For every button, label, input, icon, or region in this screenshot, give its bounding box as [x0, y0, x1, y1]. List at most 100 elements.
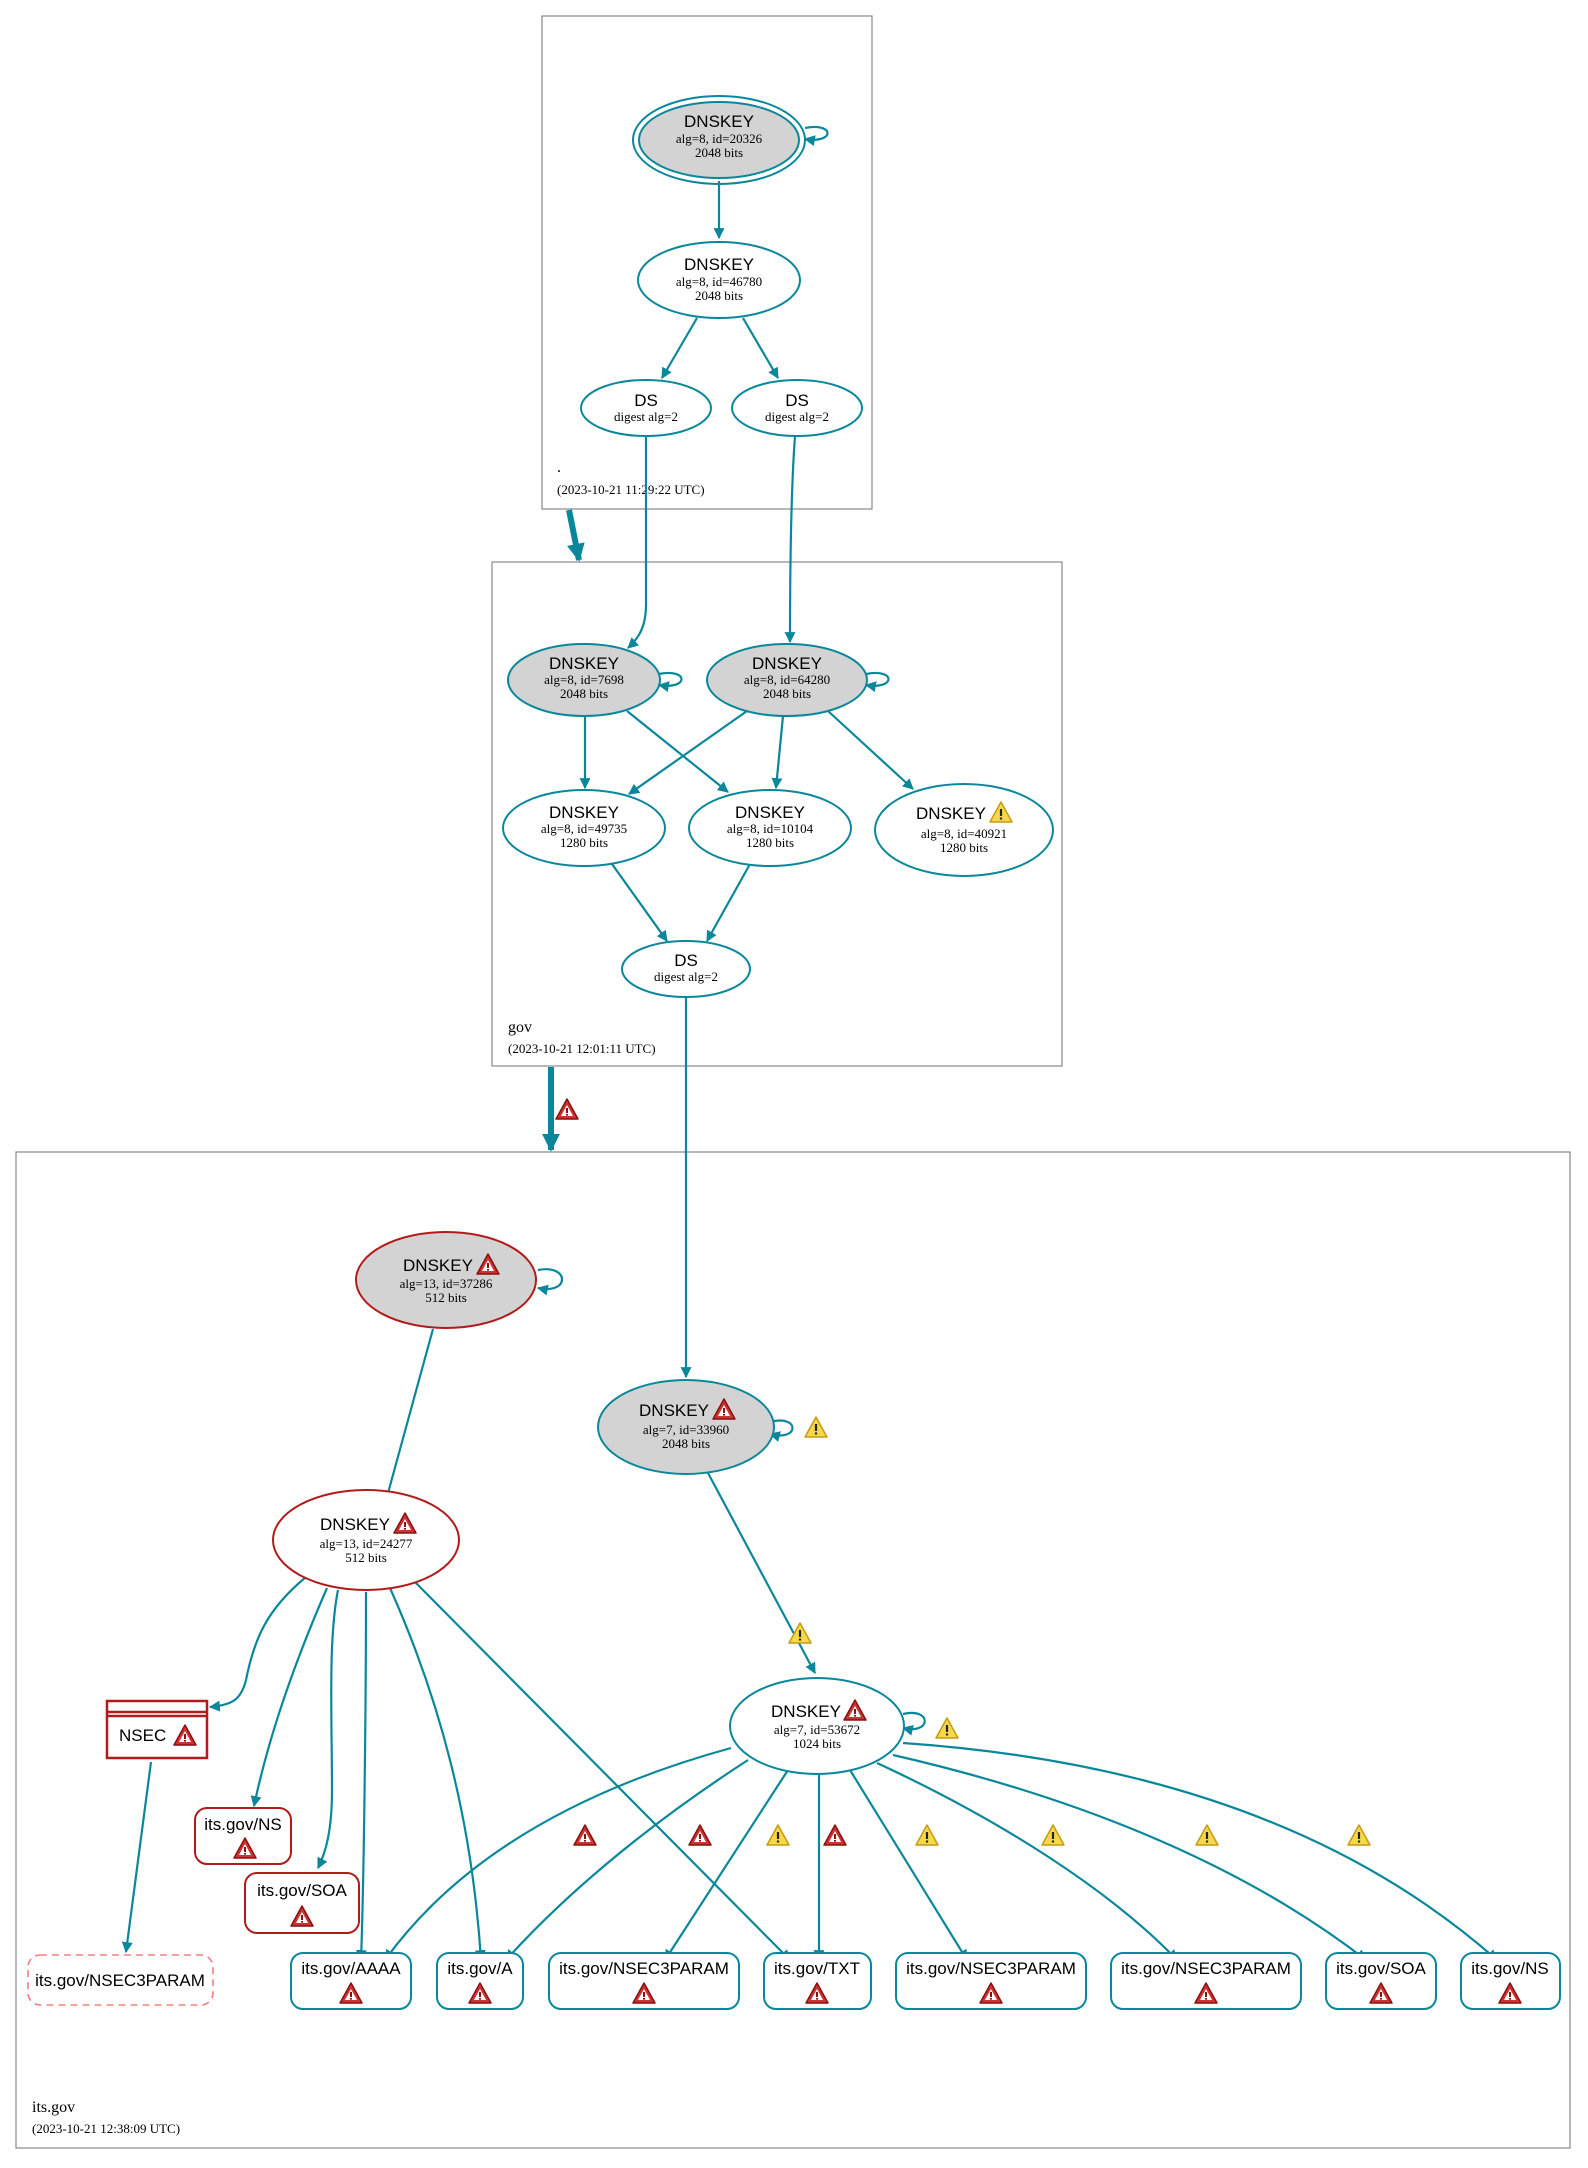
warning-icon	[1041, 1824, 1065, 1846]
zone-root-box	[541, 15, 873, 510]
rrset-soa-red-label: its.gov/SOA	[257, 1881, 347, 1900]
rrset-a: its.gov/A	[436, 1952, 524, 2010]
node-its-key53672-size: 1024 bits	[793, 1736, 841, 1751]
edge-root-zsk-to-ds2	[742, 317, 779, 379]
warning-icon	[788, 1622, 812, 1644]
delegation-root-to-gov	[566, 509, 585, 562]
delegation-error-icon	[555, 1098, 579, 1120]
edge-key53672-to-soa	[892, 1753, 1367, 1961]
zone-gov-timestamp: (2023-10-21 12:01:11 UTC)	[508, 1041, 656, 1056]
node-gov-zsk1-id: alg=8, id=49735	[541, 821, 627, 836]
warning-icon	[915, 1824, 939, 1846]
edge-key24277-to-txt	[412, 1579, 791, 1961]
rrset-ns-label: its.gov/NS	[1471, 1959, 1548, 1978]
warning-icon	[804, 1416, 828, 1438]
edge-key53672-to-a	[505, 1759, 749, 1961]
node-its-key53672: DNSKEY alg=7, id=53672 1024 bits	[729, 1677, 905, 1775]
node-nsec-label: NSEC	[119, 1726, 166, 1745]
rrset-aaaa-label: its.gov/AAAA	[301, 1959, 401, 1978]
zone-root-timestamp: (2023-10-21 11:29:22 UTC)	[557, 482, 705, 497]
node-gov-ds-digest: digest alg=2	[654, 969, 718, 984]
edge-nsec-to-nsec3param	[121, 1761, 153, 1954]
edge-its-key37286-self	[536, 1268, 564, 1296]
warning-icon	[1347, 1824, 1371, 1846]
edge-root-ds1-to-gov-ksk1	[627, 436, 648, 649]
node-gov-zsk1-title: DNSKEY	[549, 803, 619, 822]
rrset-soa-red: its.gov/SOA	[244, 1872, 360, 1934]
node-root-ds2-digest: digest alg=2	[765, 409, 829, 424]
node-its-key24277-id: alg=13, id=24277	[320, 1536, 413, 1551]
node-root-ksk-id: alg=8, id=20326	[676, 131, 763, 146]
rrset-nsec3param-3: its.gov/NSEC3PARAM	[1110, 1952, 1302, 2010]
edge-key24277-to-a	[388, 1587, 486, 1962]
node-its-key24277-title: DNSKEY	[320, 1515, 390, 1534]
node-gov-zsk2-id: alg=8, id=10104	[727, 821, 814, 836]
rrset-txt-label: its.gov/TXT	[774, 1959, 860, 1978]
node-root-zsk-title: DNSKEY	[684, 255, 754, 274]
node-its-key33960: DNSKEY alg=7, id=33960 2048 bits	[597, 1379, 775, 1475]
edge-gov-ksk2-to-zsk3	[827, 710, 914, 790]
rrset-ns: its.gov/NS	[1460, 1952, 1561, 2010]
zone-gov-box	[491, 561, 1063, 1067]
edge-its-key33960-self	[768, 1419, 794, 1442]
node-gov-ksk2-id: alg=8, id=64280	[744, 672, 830, 687]
edge-key53672-to-nsec3param1	[664, 1769, 789, 1961]
edge-key24277-to-aaaa	[355, 1591, 368, 1962]
node-root-zsk: DNSKEY alg=8, id=46780 2048 bits	[637, 241, 801, 319]
rrset-nsec3param-1-label: its.gov/NSEC3PARAM	[559, 1959, 729, 1978]
edge-gov-zsk1-to-ds	[611, 863, 668, 942]
node-gov-ksk1-size: 2048 bits	[560, 686, 608, 701]
zone-itsgov-timestamp: (2023-10-21 12:38:09 UTC)	[32, 2121, 180, 2136]
edge-key24277-to-ns-red	[250, 1587, 329, 1808]
node-its-key37286-id: alg=13, id=37286	[400, 1276, 493, 1291]
edge-root-ds2-to-gov-ksk2	[784, 435, 797, 644]
rrset-nsec3param-2: its.gov/NSEC3PARAM	[895, 1952, 1087, 2010]
edge-gov-zsk2-to-ds	[706, 863, 751, 942]
node-root-ds1-digest: digest alg=2	[614, 409, 678, 424]
edge-key53672-to-ns	[902, 1741, 1498, 1961]
node-gov-ksk1-title: DNSKEY	[549, 654, 619, 673]
edge-gov-ksk1-to-zsk2	[626, 710, 729, 793]
error-icon	[823, 1824, 847, 1846]
edge-root-zsk-to-ds1	[661, 317, 698, 379]
node-its-key37286-title: DNSKEY	[403, 1256, 473, 1275]
edge-key24277-to-nsec	[208, 1576, 307, 1712]
rrset-aaaa: its.gov/AAAA	[290, 1952, 412, 2010]
zone-gov-name: gov	[508, 1019, 532, 1036]
node-its-key33960-title: DNSKEY	[639, 1401, 709, 1420]
node-gov-ksk1-id: alg=8, id=7698	[544, 672, 624, 687]
node-gov-ksk2-title: DNSKEY	[752, 654, 822, 673]
edge-key53672-to-nsec3param3	[876, 1762, 1178, 1961]
zone-gov: gov (2023-10-21 12:01:11 UTC)	[491, 561, 1063, 1067]
node-root-ds2: DS digest alg=2	[731, 379, 863, 437]
zone-root-name: .	[557, 459, 561, 476]
node-root-ds2-title: DS	[785, 391, 809, 410]
zone-itsgov-name: its.gov	[32, 2099, 75, 2116]
rrset-ns-red-label: its.gov/NS	[204, 1815, 281, 1834]
node-its-key24277: DNSKEY alg=13, id=24277 512 bits	[272, 1489, 460, 1591]
edge-gov-ksk2-self	[864, 671, 890, 693]
node-gov-zsk1-size: 1280 bits	[560, 835, 608, 850]
node-root-zsk-size: 2048 bits	[695, 288, 743, 303]
rrset-nsec3param-dashed: its.gov/NSEC3PARAM	[27, 1954, 214, 2006]
node-gov-zsk3-size: 1280 bits	[940, 840, 988, 855]
zone-itsgov-box	[15, 1151, 1571, 2149]
rrset-txt: its.gov/TXT	[763, 1952, 872, 2010]
warning-icon	[766, 1824, 790, 1846]
node-gov-ksk2-size: 2048 bits	[763, 686, 811, 701]
node-its-key37286-size: 512 bits	[425, 1290, 467, 1305]
node-gov-zsk2-title: DNSKEY	[735, 803, 805, 822]
node-gov-ds-title: DS	[674, 951, 698, 970]
rrset-nsec3param-3-label: its.gov/NSEC3PARAM	[1121, 1959, 1291, 1978]
edge-its-key37286-to-key24277	[379, 1328, 435, 1517]
node-root-ksk: DNSKEY alg=8, id=20326 2048 bits	[632, 95, 806, 185]
node-gov-ksk1: DNSKEY alg=8, id=7698 2048 bits	[507, 643, 661, 717]
edge-its-key53672-self	[901, 1711, 926, 1736]
warning-icon	[935, 1717, 959, 1739]
node-its-key53672-title: DNSKEY	[771, 1702, 841, 1721]
warning-icon	[1195, 1824, 1219, 1846]
node-root-ds1: DS digest alg=2	[580, 379, 712, 437]
edge-root-ksk-self	[803, 125, 829, 147]
node-root-ksk-title: DNSKEY	[684, 112, 754, 131]
